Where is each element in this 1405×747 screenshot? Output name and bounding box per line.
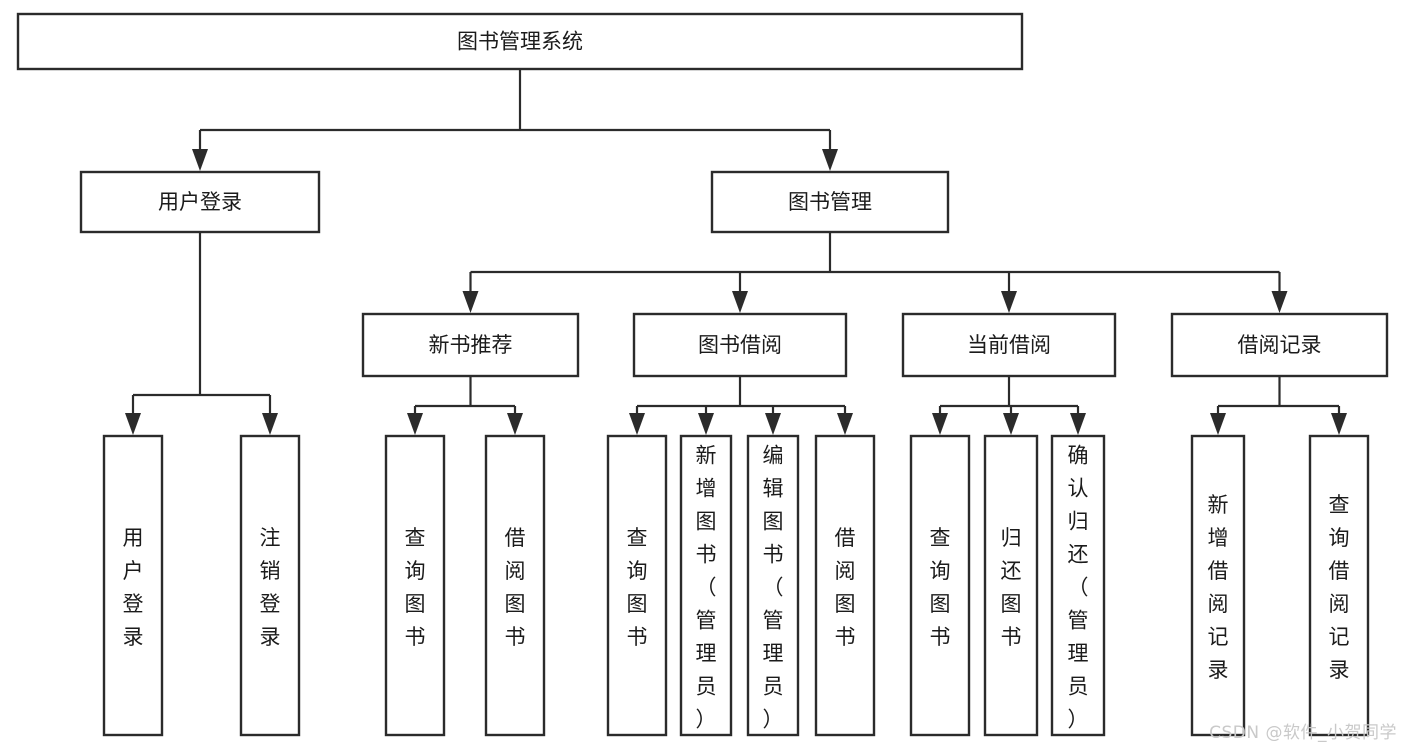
edge-arrowhead xyxy=(462,291,479,313)
edge-arrowhead xyxy=(1003,413,1019,435)
edge-arrowhead xyxy=(407,413,423,435)
csdn-watermark: CSDN @软件_小贺同学 xyxy=(1209,723,1397,743)
node-box xyxy=(79,170,321,234)
node-box xyxy=(606,434,668,737)
edge-arrowhead xyxy=(698,413,714,435)
edge-arrowhead xyxy=(732,291,748,313)
node-label: 查询借阅记录 xyxy=(1329,493,1350,682)
edge-arrowhead xyxy=(125,413,141,435)
node-label: 新增借阅记录 xyxy=(1208,493,1229,682)
node-box xyxy=(632,312,848,378)
edge-arrowhead xyxy=(765,413,781,435)
edge-arrowhead xyxy=(262,413,278,435)
node-new-book-rec[interactable]: 新书推荐 xyxy=(361,312,580,378)
node-leaf-logout[interactable]: 注销登录 xyxy=(239,434,301,737)
node-leaf-add-record[interactable]: 新增借阅记录 xyxy=(1190,434,1246,737)
node-leaf-return-book[interactable]: 归还图书 xyxy=(983,434,1039,737)
node-leaf-query-book-2[interactable]: 查询图书 xyxy=(606,434,668,737)
node-box xyxy=(1190,434,1246,737)
node-layer: 图书管理系统用户登录图书管理新书推荐图书借阅当前借阅借阅记录用户登录注销登录查询… xyxy=(16,12,1389,737)
node-box xyxy=(361,312,580,378)
node-user-login[interactable]: 用户登录 xyxy=(79,170,321,234)
node-label: 图书借阅 xyxy=(698,333,782,357)
edge-arrowhead xyxy=(192,149,208,171)
node-label: 查询图书 xyxy=(405,526,426,649)
edge-arrowhead xyxy=(932,413,948,435)
node-box xyxy=(909,434,971,737)
node-current-borrow[interactable]: 当前借阅 xyxy=(901,312,1117,378)
node-label: 当前借阅 xyxy=(967,333,1051,357)
node-label: 用户登录 xyxy=(123,526,144,649)
node-label: 注销登录 xyxy=(260,526,281,649)
node-leaf-borrow-book-2[interactable]: 借阅图书 xyxy=(814,434,876,737)
node-label: 归还图书 xyxy=(1001,526,1022,649)
node-box xyxy=(983,434,1039,737)
node-box xyxy=(16,12,1024,71)
node-label: 新增图书（管理员） xyxy=(696,444,717,732)
node-book-borrow[interactable]: 图书借阅 xyxy=(632,312,848,378)
node-label: 确认归还（管理员） xyxy=(1068,444,1089,732)
node-leaf-confirm-return[interactable]: 确认归还（管理员） xyxy=(1050,434,1106,737)
node-label: 借阅图书 xyxy=(835,526,856,649)
edge-arrowhead xyxy=(507,413,523,435)
node-box xyxy=(1308,434,1370,737)
node-label: 查询图书 xyxy=(930,526,951,649)
node-box xyxy=(679,434,733,737)
node-box xyxy=(484,434,546,737)
edge-arrowhead xyxy=(1070,413,1086,435)
node-leaf-user-login[interactable]: 用户登录 xyxy=(102,434,164,737)
node-leaf-query-book-1[interactable]: 查询图书 xyxy=(384,434,446,737)
node-box xyxy=(746,434,800,737)
node-book-manage[interactable]: 图书管理 xyxy=(710,170,950,234)
edge-arrowhead xyxy=(1001,291,1017,313)
node-box xyxy=(1170,312,1389,378)
edge-arrowhead xyxy=(837,413,853,435)
node-label: 借阅图书 xyxy=(505,526,526,649)
node-leaf-edit-book[interactable]: 编辑图书（管理员） xyxy=(746,434,800,737)
edge-arrowhead xyxy=(1210,413,1226,435)
node-label: 查询图书 xyxy=(627,526,648,649)
node-box xyxy=(814,434,876,737)
node-leaf-add-book[interactable]: 新增图书（管理员） xyxy=(679,434,733,737)
node-box xyxy=(239,434,301,737)
node-label: 图书管理系统 xyxy=(457,30,583,54)
node-box xyxy=(384,434,446,737)
node-box xyxy=(1050,434,1106,737)
connector-layer xyxy=(125,69,1347,435)
node-label: 新书推荐 xyxy=(429,333,513,357)
node-root[interactable]: 图书管理系统 xyxy=(16,12,1024,71)
node-box xyxy=(102,434,164,737)
node-leaf-borrow-book-1[interactable]: 借阅图书 xyxy=(484,434,546,737)
node-borrow-record[interactable]: 借阅记录 xyxy=(1170,312,1389,378)
node-leaf-query-book-3[interactable]: 查询图书 xyxy=(909,434,971,737)
edge-arrowhead xyxy=(629,413,645,435)
node-label: 借阅记录 xyxy=(1238,333,1322,357)
node-box xyxy=(901,312,1117,378)
edge-arrowhead xyxy=(822,149,838,171)
node-label: 图书管理 xyxy=(788,190,872,214)
edge-arrowhead xyxy=(1271,291,1288,313)
node-box xyxy=(710,170,950,234)
node-label: 用户登录 xyxy=(158,190,242,214)
edge-arrowhead xyxy=(1331,413,1347,435)
node-label: 编辑图书（管理员） xyxy=(763,444,784,732)
node-leaf-query-record[interactable]: 查询借阅记录 xyxy=(1308,434,1370,737)
